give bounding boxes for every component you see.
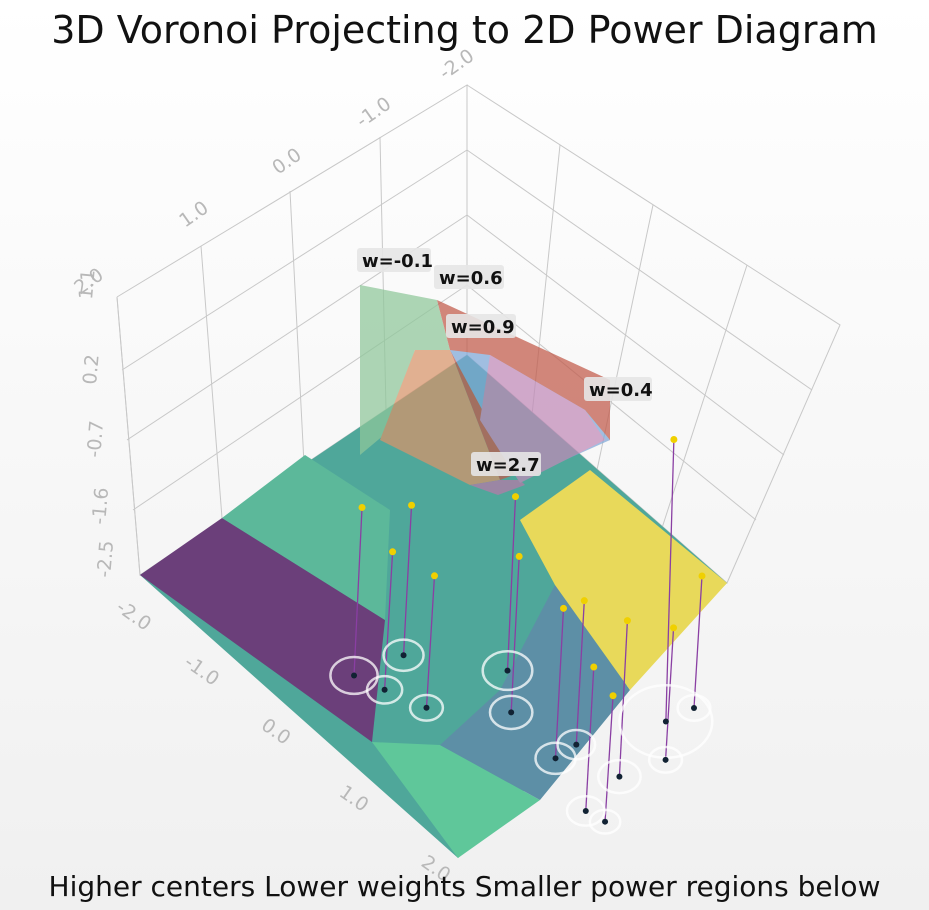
site-point	[662, 756, 669, 763]
site-point	[351, 672, 358, 679]
site-point	[602, 818, 609, 825]
weighted-center-marker	[515, 552, 523, 560]
power-ring	[556, 728, 597, 761]
power-rings	[329, 638, 714, 835]
weighted-center-marker	[609, 692, 617, 700]
connector-line	[618, 620, 629, 777]
connector-line	[554, 608, 565, 759]
weight-label: w=0.6	[434, 265, 504, 289]
site-point	[423, 704, 430, 711]
weighted-center-marker	[670, 624, 678, 632]
weight-labels: w=-0.1 w=0.6 w=0.9 w=0.4 w=2.7	[357, 248, 653, 476]
power-ring	[365, 674, 404, 705]
weighted-center-marker	[670, 436, 678, 443]
region-purple	[140, 518, 385, 742]
site-point	[582, 807, 589, 814]
power-ring	[596, 758, 642, 795]
connector-line	[425, 575, 436, 708]
weight-label: w=2.7	[471, 452, 541, 476]
weighted-center-marker	[623, 617, 631, 625]
site-point	[691, 704, 697, 711]
grid-line	[200, 245, 223, 519]
power-ring	[481, 649, 534, 692]
weight-label-box	[446, 314, 516, 338]
connector-line	[402, 505, 413, 656]
z-tick-label: -2.5	[93, 540, 118, 579]
axis-grid	[116, 84, 841, 584]
connector-line	[510, 556, 520, 713]
power-ring	[588, 808, 622, 835]
site-point	[400, 652, 407, 659]
grid-line	[466, 214, 785, 456]
weight-label-box	[584, 377, 652, 401]
grid-line	[661, 264, 748, 529]
connector-line	[506, 496, 517, 671]
weight-label-text: w=2.7	[476, 455, 540, 476]
z-tick-label: -0.7	[83, 420, 108, 459]
connector-line	[604, 695, 614, 822]
connector-line	[693, 575, 703, 708]
weight-label-box	[471, 452, 541, 476]
weight-label: w=0.4	[584, 377, 653, 401]
power-ring	[329, 655, 379, 696]
power-ring	[647, 745, 684, 774]
weighted-center-marker	[358, 503, 366, 511]
site-points	[351, 652, 697, 825]
chart-title: 3D Voronoi Projecting to 2D Power Diagra…	[51, 8, 878, 52]
weight-label-text: w=0.6	[439, 268, 503, 289]
weighted-center-marker	[698, 572, 706, 580]
site-point	[381, 686, 388, 693]
cell-orange	[380, 350, 500, 485]
site-point	[616, 773, 623, 780]
power-ring	[676, 693, 712, 722]
cell-green	[360, 285, 450, 455]
connector-lines	[353, 439, 703, 822]
connector-line	[383, 551, 394, 690]
connector-line	[664, 627, 675, 760]
weighted-center-marker	[512, 493, 519, 501]
power-ring	[408, 693, 445, 722]
connector-line	[585, 666, 595, 812]
z-axis-ticks: -2.5 -1.6 -0.7 0.2 1.1	[75, 268, 118, 578]
connector-line	[353, 507, 363, 676]
weight-label-text: w=-0.1	[362, 251, 433, 272]
weight-label: w=-0.1	[357, 248, 433, 272]
top-markers	[358, 436, 706, 700]
grid-line	[121, 149, 468, 371]
weighted-center-marker	[560, 604, 568, 612]
site-point	[552, 755, 559, 762]
cell-pink-small	[470, 480, 525, 495]
weighted-center-marker	[389, 548, 397, 556]
weighted-center-marker	[590, 663, 598, 671]
region-green	[372, 742, 540, 858]
weighted-center-marker	[580, 597, 588, 605]
weight-label-text: w=0.9	[451, 317, 515, 338]
chart-caption: Higher centers Lower weights Smaller pow…	[48, 870, 881, 903]
weighted-center-marker	[408, 501, 416, 509]
site-point	[662, 718, 669, 725]
voronoi-cells-3d	[360, 285, 610, 495]
connector-line	[575, 600, 585, 745]
cell-pink	[480, 355, 605, 483]
weight-label-box	[434, 265, 504, 289]
power-ring	[488, 694, 534, 731]
weighted-center-marker	[430, 572, 438, 580]
region-teal-light	[222, 455, 390, 620]
weight-label-box	[357, 248, 431, 272]
region-yellow	[520, 470, 727, 690]
connector-line	[665, 439, 675, 722]
z-tick-label: 0.2	[79, 353, 104, 385]
site-point	[504, 667, 511, 674]
z-tick-label: 1.1	[75, 268, 100, 300]
weight-label-text: w=0.4	[589, 380, 653, 401]
z-tick-label: -1.6	[88, 487, 113, 526]
z-axis-line	[116, 296, 141, 576]
grid-line	[466, 149, 813, 391]
weight-label: w=0.9	[446, 314, 516, 338]
power-ring	[382, 638, 425, 673]
site-point	[508, 709, 515, 716]
site-point	[573, 741, 580, 748]
